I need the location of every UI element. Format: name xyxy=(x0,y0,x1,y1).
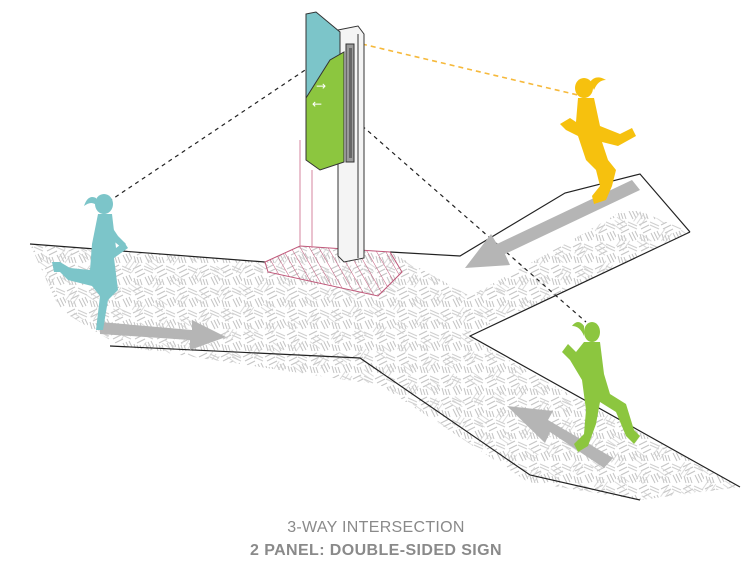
diagram-caption-title: 2 PANEL: DOUBLE-SIDED SIGN xyxy=(250,542,502,559)
sign-post: → ← xyxy=(305,11,365,263)
pathway-surface xyxy=(29,173,741,501)
sign-base-pad xyxy=(264,140,403,297)
runner-icon xyxy=(562,322,640,452)
sign-panel-front xyxy=(305,51,345,171)
diagram-caption-subtitle: 3-WAY INTERSECTION xyxy=(287,519,465,536)
direction-arrow-icon xyxy=(100,320,226,350)
direction-arrow-icon xyxy=(507,406,613,468)
runner-icon xyxy=(560,77,636,204)
runner-icon xyxy=(52,194,128,330)
sight-lines xyxy=(107,43,587,323)
sign-arrow-right: → xyxy=(316,79,326,93)
sign-arrow-left: ← xyxy=(312,97,322,111)
